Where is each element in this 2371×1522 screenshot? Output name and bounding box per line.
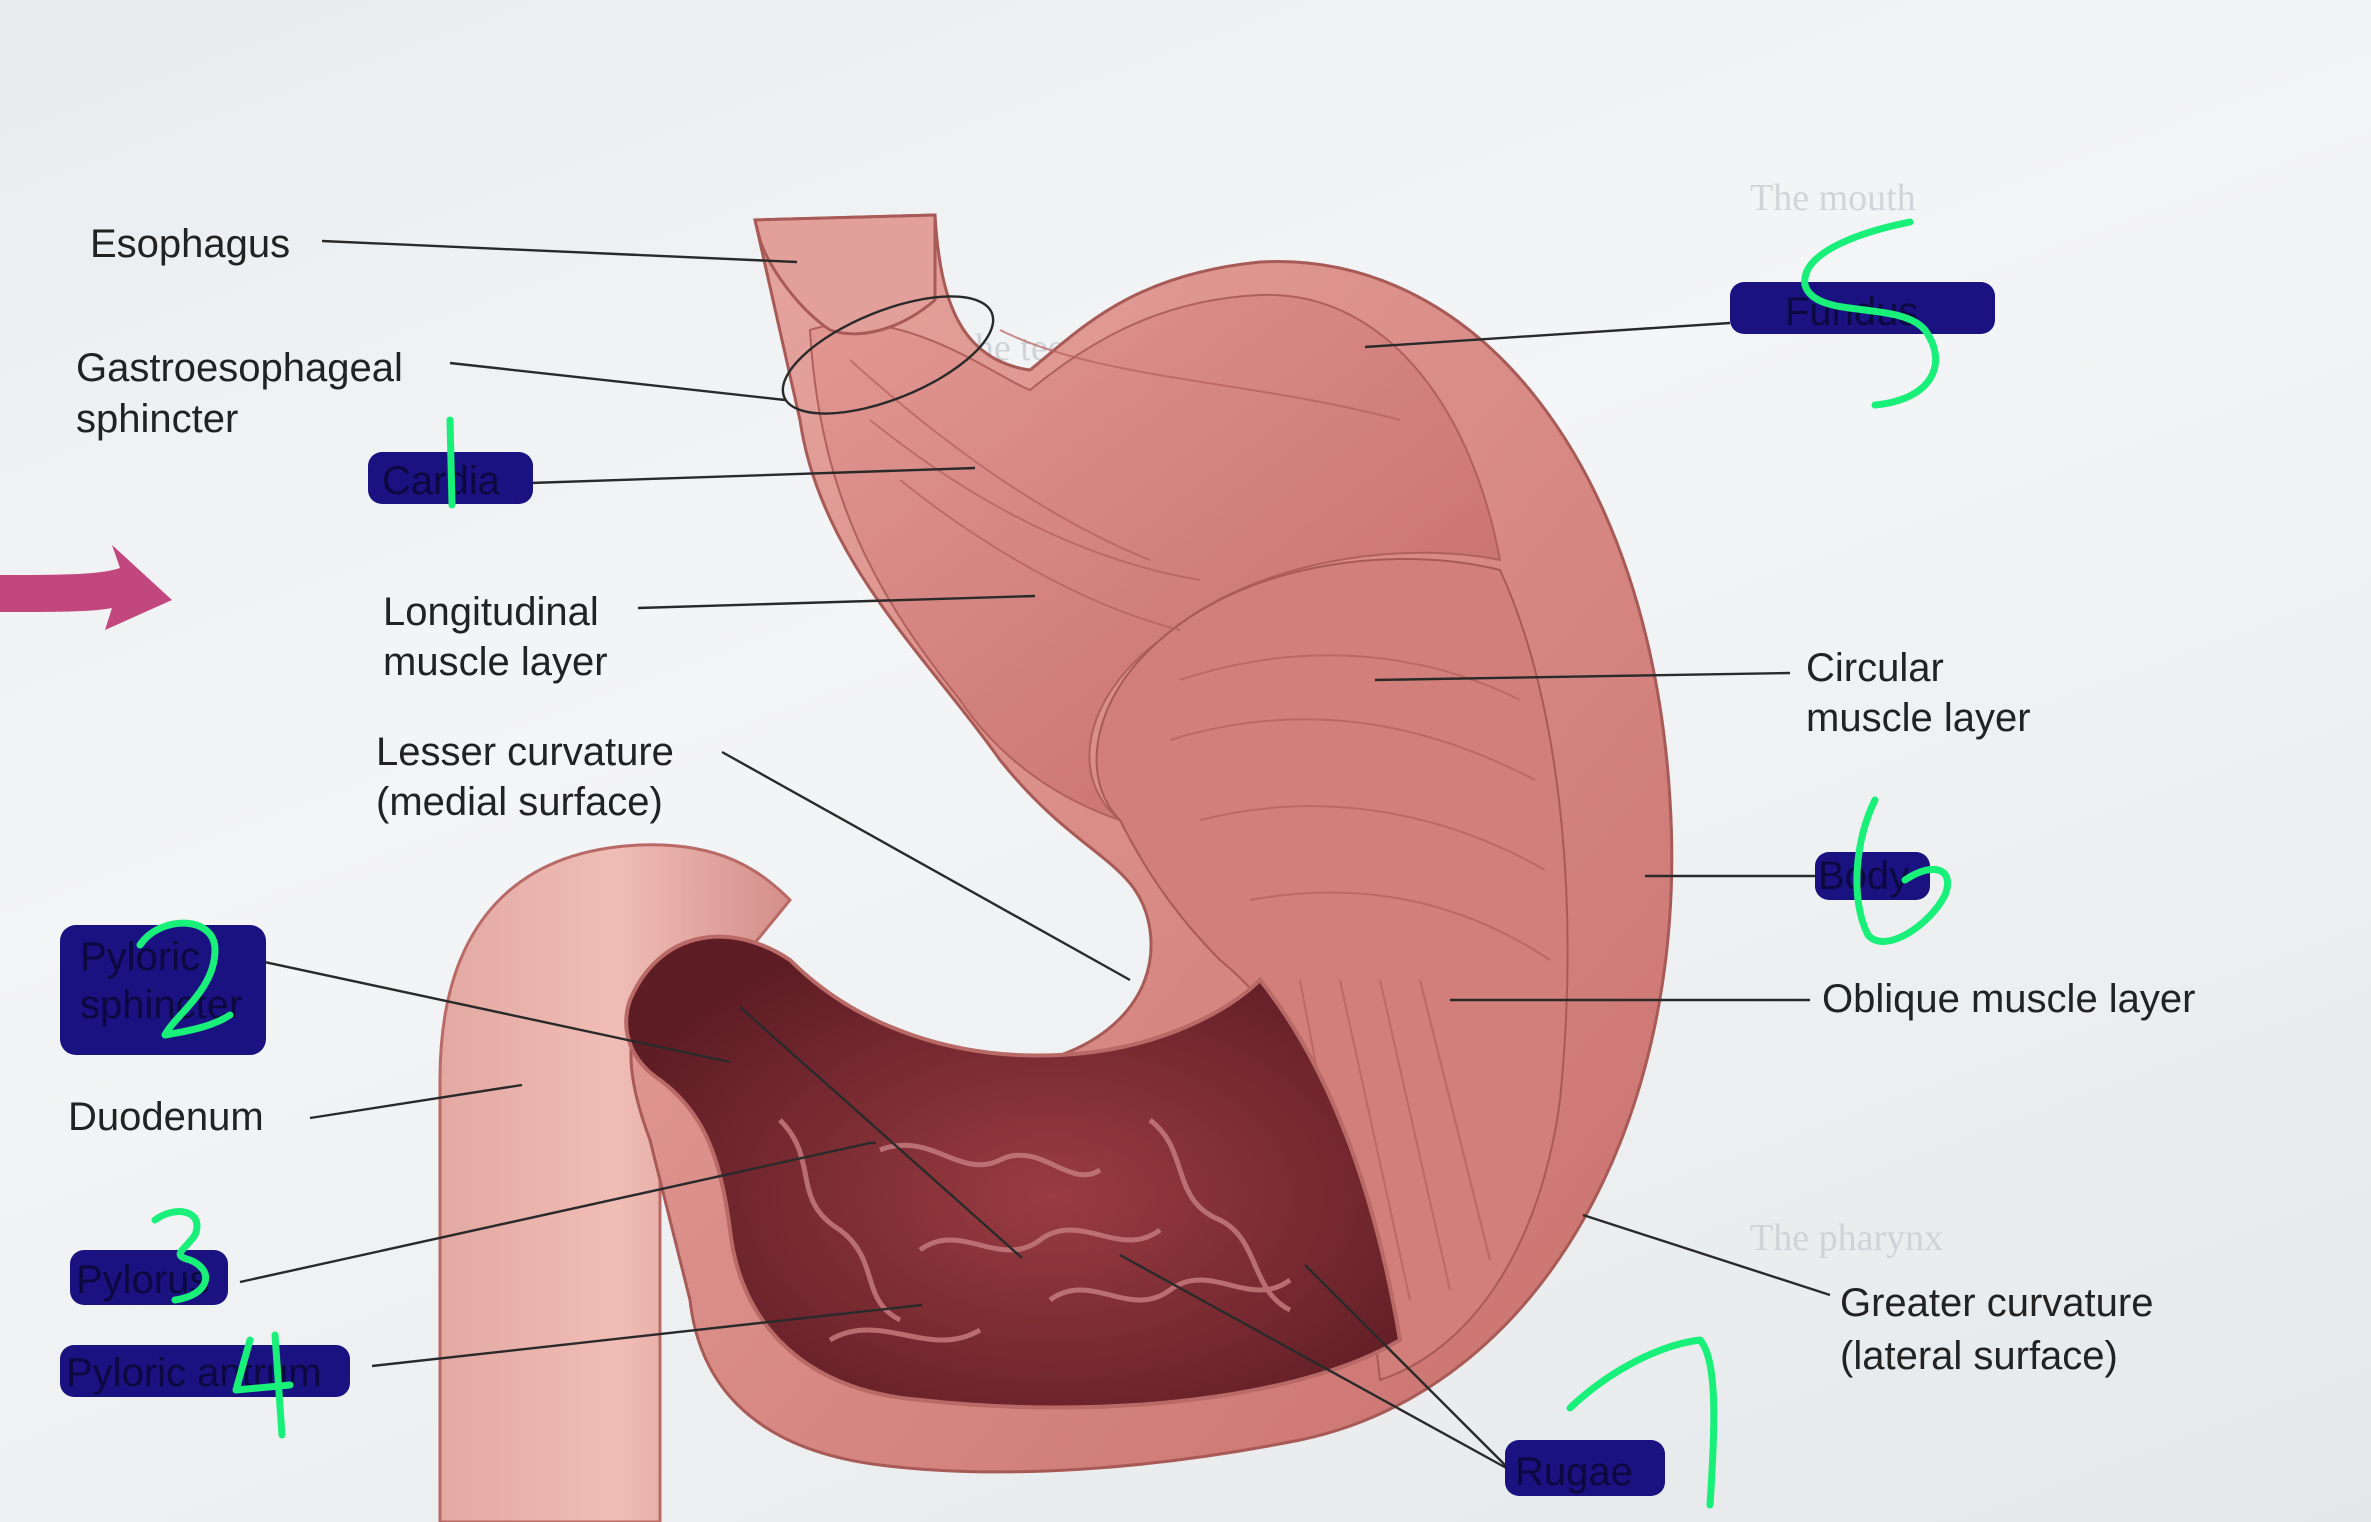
label-lesser-curvature-line1: Lesser curvature xyxy=(376,730,674,774)
label-lesser-curvature-line2: (medial surface) xyxy=(376,780,663,824)
sphincter-outline xyxy=(781,295,995,415)
label-greater-curvature-line1: Greater curvature xyxy=(1840,1281,2153,1325)
label-longitudinal-line1: Longitudinal xyxy=(383,590,599,634)
handwritten-number-7 xyxy=(1566,1336,1718,1509)
label-ge-sphincter-line1: Gastroesophageal xyxy=(76,346,403,390)
handwritten-number-4 xyxy=(232,1331,294,1439)
label-rugae: Rugae xyxy=(1515,1450,1633,1494)
svg-text:The pharynx: The pharynx xyxy=(1750,1217,1943,1259)
label-esophagus: Esophagus xyxy=(90,222,290,266)
handwritten-number-5 xyxy=(1801,218,1939,409)
label-cardia: Cardia xyxy=(382,459,501,503)
label-body: Body xyxy=(1818,854,1909,898)
handwritten-number-1 xyxy=(446,416,456,509)
handwritten-number-3 xyxy=(151,1208,210,1304)
pointer-arrow-icon xyxy=(0,545,172,630)
label-longitudinal-line2: muscle layer xyxy=(383,640,608,684)
rugae-redaction xyxy=(1505,1440,1665,1496)
handwritten-number-2 xyxy=(136,919,234,1039)
label-duodenum: Duodenum xyxy=(68,1095,264,1139)
handwritten-number-6 xyxy=(1853,796,1952,945)
label-greater-curvature-line2: (lateral surface) xyxy=(1840,1334,2118,1378)
leader-lines xyxy=(231,239,1831,1472)
handwritten-numbers xyxy=(136,218,1952,1509)
labels: Esophagus Gastroesophageal sphincter Car… xyxy=(66,222,2196,1494)
svg-text:The mouth: The mouth xyxy=(1750,177,1916,219)
label-oblique: Oblique muscle layer xyxy=(1822,977,2196,1021)
label-circular-line1: Circular xyxy=(1806,646,1944,690)
body-redaction xyxy=(1815,852,1930,900)
stomach-illustration xyxy=(624,213,1674,1474)
label-ge-sphincter-line2: sphincter xyxy=(76,397,238,441)
pylorus-redaction xyxy=(70,1250,228,1305)
label-circular-line2: muscle layer xyxy=(1806,696,2031,740)
